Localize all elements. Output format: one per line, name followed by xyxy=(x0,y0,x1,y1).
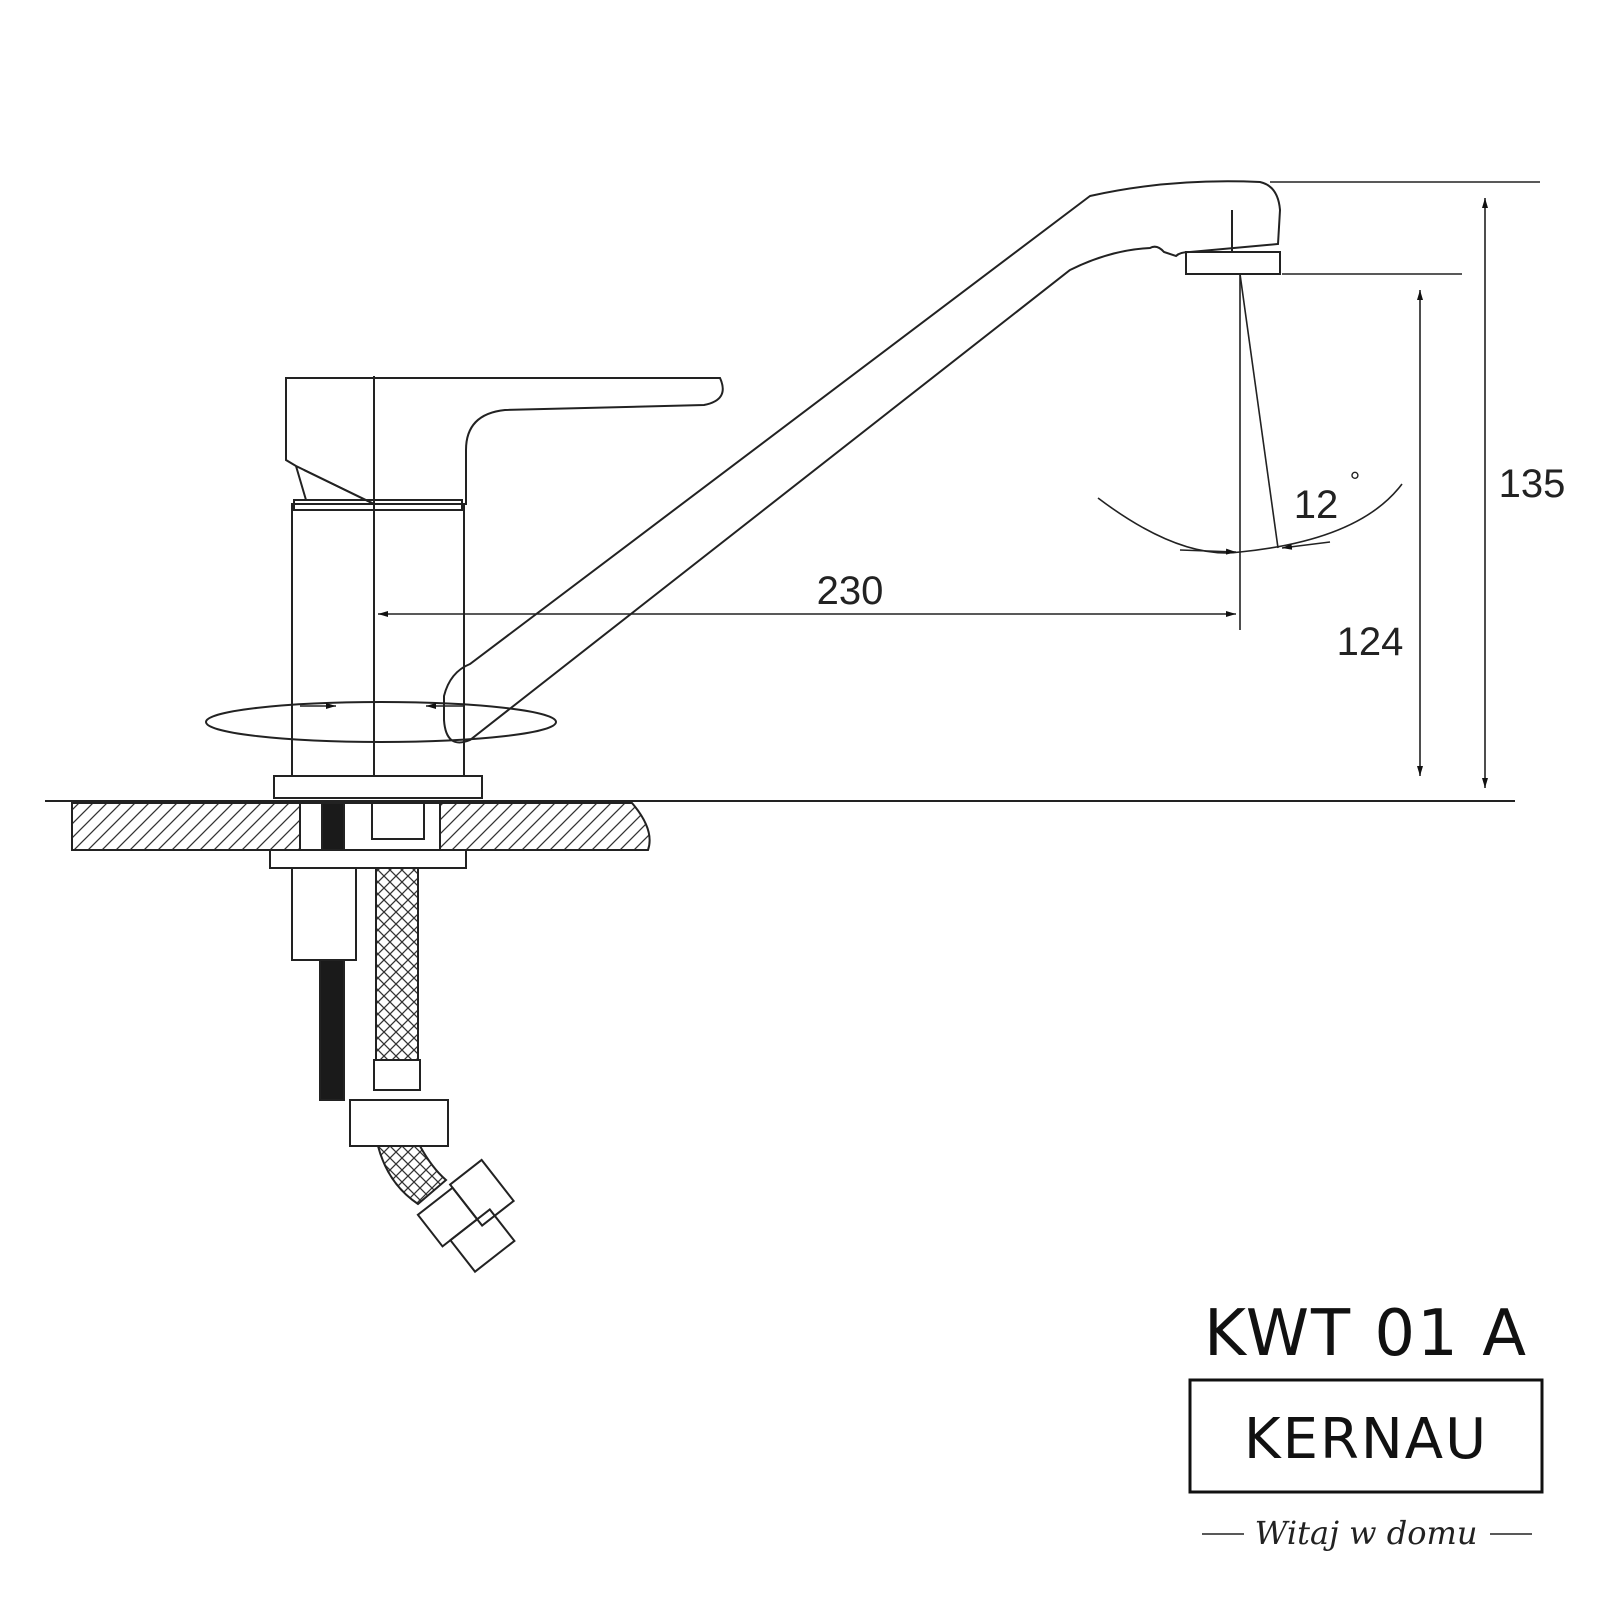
angle-valve xyxy=(416,1158,516,1274)
tagline: Witaj w domu xyxy=(1255,1514,1478,1552)
spout xyxy=(443,180,1282,744)
brand-frame xyxy=(1188,1378,1544,1494)
aerator xyxy=(1185,251,1281,275)
clearance-label: 124 xyxy=(1337,620,1404,664)
outlet-tilt-line xyxy=(1239,273,1279,549)
tilt-unit-label: ° xyxy=(1350,466,1360,496)
tilt-angle-label: 12 xyxy=(1294,483,1339,527)
lever-joint xyxy=(295,465,375,505)
supply-tube-top xyxy=(321,802,345,851)
swivel-ellipse xyxy=(205,701,557,743)
tilt-angle-arc xyxy=(1097,483,1403,554)
hose-elbow xyxy=(376,1145,448,1206)
height-label: 135 xyxy=(1499,462,1566,506)
brand-name: KERNAU xyxy=(1244,1407,1488,1472)
hose-sleeve-top xyxy=(371,802,425,840)
hose-nut xyxy=(349,1099,449,1147)
model-name: KWT 01 A xyxy=(1204,1297,1528,1371)
lock-washer xyxy=(269,849,467,869)
hose-ferrule xyxy=(373,1059,421,1091)
faucet-body xyxy=(291,503,465,777)
tilt-arrow-right xyxy=(1281,541,1331,550)
tilt-arrow-left xyxy=(1179,548,1237,555)
reach-label: 230 xyxy=(817,569,884,613)
fixing-nut xyxy=(291,867,357,961)
supply-tube xyxy=(319,959,345,1101)
base-flange xyxy=(273,775,483,799)
lever-handle xyxy=(285,377,724,505)
braided-hose xyxy=(375,867,419,1061)
